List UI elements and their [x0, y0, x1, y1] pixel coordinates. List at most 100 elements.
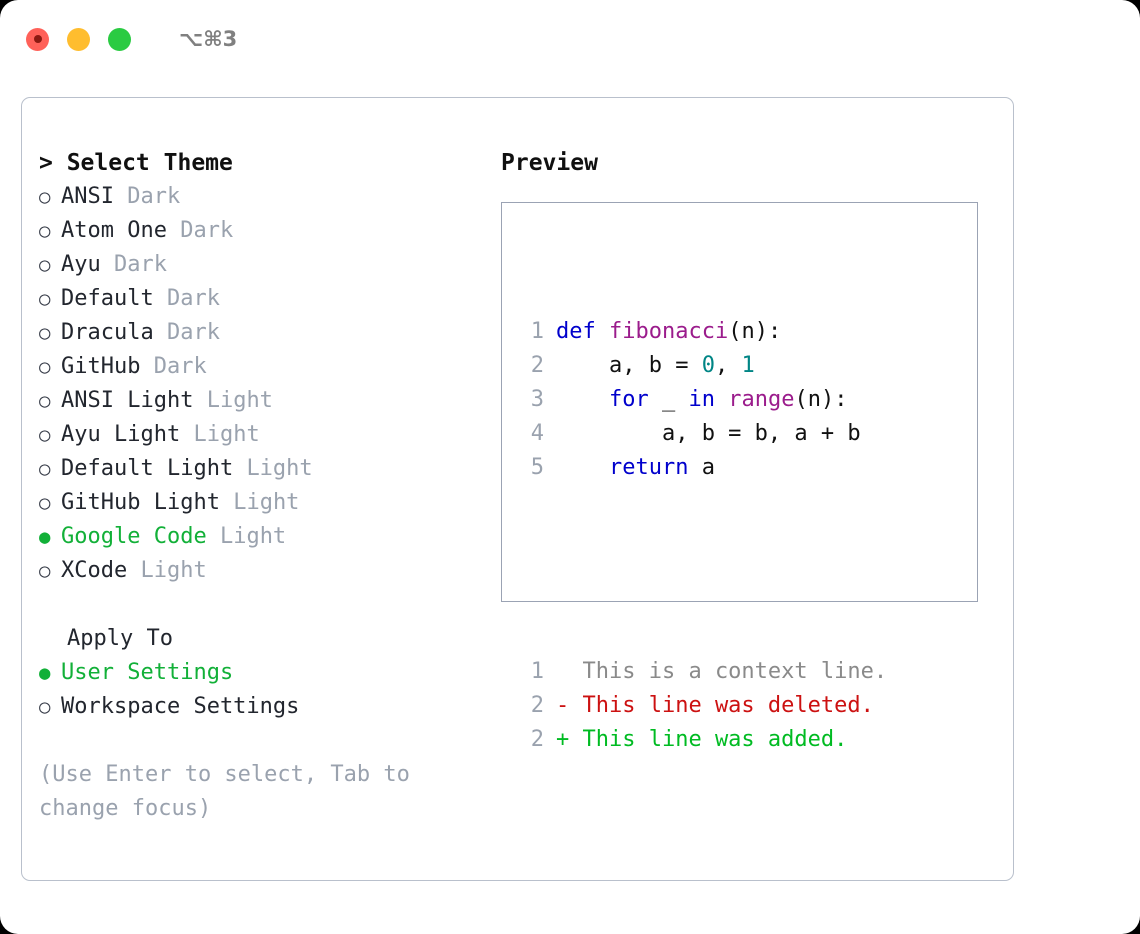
theme-option-gap [101, 248, 114, 282]
line-number: 4 [530, 421, 544, 446]
radio-unselected-icon: ○ [39, 390, 51, 412]
preview-heading: Preview [501, 150, 598, 176]
code-token: (n): [728, 319, 782, 344]
radio-unselected-icon: ○ [39, 492, 51, 514]
theme-option-name: Dracula [61, 320, 154, 345]
radio-unselected-icon: ○ [39, 560, 51, 582]
title-bar: ⌥⌘3 [0, 0, 1140, 78]
theme-option-gap [140, 350, 153, 384]
line-number: 1 [530, 319, 544, 344]
minimize-button[interactable] [67, 27, 90, 51]
code-line-text: a, b = 0, 1 [556, 349, 755, 383]
apply-to-options: ● User Settings ○Workspace Settings [39, 656, 479, 724]
theme-option-gap [114, 180, 127, 214]
diff-line-text: + This line was added. [556, 727, 848, 752]
theme-option-tag: Dark [180, 218, 234, 243]
theme-option-tag: Dark [127, 184, 181, 209]
line-number: 5 [530, 455, 544, 480]
theme-option[interactable]: ○Atom One Dark [39, 214, 479, 248]
list-spacer [39, 588, 479, 622]
apply-to-option-name: User Settings [61, 660, 234, 685]
radio-unselected-icon: ○ [39, 288, 51, 310]
diff-line: 2 + This line was added. [518, 723, 887, 757]
code-token: a, b = [556, 353, 702, 378]
code-token: return [608, 455, 689, 480]
theme-option-tag: Light [233, 490, 300, 515]
line-number: 3 [530, 387, 544, 412]
theme-option-gap [180, 418, 193, 452]
code-token [556, 387, 609, 412]
theme-option-name: XCode [61, 558, 128, 583]
theme-option[interactable]: ●Google Code Light [39, 520, 479, 554]
theme-option-gap [193, 384, 206, 418]
diff-line: 2 - This line was deleted. [518, 689, 887, 723]
theme-option[interactable]: ○ GitHub Light Light [39, 486, 479, 520]
line-number: 2 [530, 693, 544, 718]
radio-selected-icon: ● [39, 662, 51, 684]
keyboard-hint: (Use Enter to select, Tab to change focu… [39, 762, 424, 821]
radio-selected-icon: ● [39, 526, 51, 548]
theme-option[interactable]: ○GitHub Dark [39, 350, 479, 384]
apply-to-option[interactable]: ○Workspace Settings [39, 690, 479, 724]
code-blank-line [518, 553, 887, 587]
theme-option-name: GitHub [61, 354, 141, 379]
diff-line-text: - This line was deleted. [556, 693, 874, 718]
maximize-button[interactable] [108, 27, 131, 51]
theme-option-gap [233, 452, 246, 486]
theme-option[interactable]: ○ Ayu Light Light [39, 418, 479, 452]
theme-option-gap [220, 486, 233, 520]
theme-option-name: ANSI Light [61, 388, 194, 413]
code-line-text: for _ in range(n): [556, 383, 847, 417]
traffic-light-buttons [26, 27, 131, 51]
theme-option-name: GitHub Light [61, 490, 220, 515]
radio-unselected-icon: ○ [39, 424, 51, 446]
code-line: 2 a, b = 0, 1 [518, 349, 887, 383]
theme-option-name: Default Light [61, 456, 234, 481]
radio-unselected-icon: ○ [39, 696, 51, 718]
theme-option[interactable]: ○ ANSI Light Light [39, 384, 479, 418]
window-title: ⌥⌘3 [179, 27, 238, 51]
radio-unselected-icon: ○ [39, 458, 51, 480]
diff-line-text: This is a context line. [556, 659, 888, 684]
theme-option-tag: Light [206, 388, 273, 413]
theme-option-tag: Light [193, 422, 260, 447]
theme-option-name: Default [61, 286, 154, 311]
code-line-text: a, b = b, a + b [556, 417, 861, 451]
code-line: 3 for _ in range(n): [518, 383, 887, 417]
radio-unselected-icon: ○ [39, 220, 51, 242]
theme-option[interactable]: ○Dracula Dark [39, 316, 479, 350]
theme-option-tag: Light [140, 558, 207, 583]
select-theme-heading: > Select Theme [39, 150, 233, 176]
theme-list: ○ANSI Dark○Atom One Dark○Ayu Dark○Defaul… [39, 180, 479, 588]
code-token: a, b = b, a + b [556, 421, 861, 446]
theme-option[interactable]: ○ XCode Light [39, 554, 479, 588]
theme-option[interactable]: ○ANSI Dark [39, 180, 479, 214]
theme-option[interactable]: ○ Default Light Light [39, 452, 479, 486]
theme-list-column: > Select Theme ○ANSI Dark○Atom One Dark○… [39, 146, 479, 826]
theme-option[interactable]: ○Ayu Dark [39, 248, 479, 282]
apply-to-option[interactable]: ● User Settings [39, 656, 479, 690]
theme-option-gap [154, 316, 167, 350]
diff-sample: 1 This is a context line.2- This line wa… [518, 655, 887, 757]
close-button[interactable] [26, 27, 49, 51]
radio-unselected-icon: ○ [39, 254, 51, 276]
theme-option-name: Ayu Light [61, 422, 181, 447]
theme-option-tag: Dark [153, 354, 207, 379]
code-line-text: return a [556, 451, 715, 485]
code-token: a [688, 455, 715, 480]
code-token: for [608, 387, 649, 412]
code-token: range [728, 387, 795, 412]
line-number: 2 [530, 727, 544, 752]
theme-option[interactable]: ○Default Dark [39, 282, 479, 316]
code-token [715, 387, 728, 412]
theme-option-tag: Light [246, 456, 313, 481]
code-token: 0 [701, 353, 715, 378]
code-token: in [688, 387, 715, 412]
code-line: 4 a, b = b, a + b [518, 417, 887, 451]
theme-option-gap [127, 554, 140, 588]
